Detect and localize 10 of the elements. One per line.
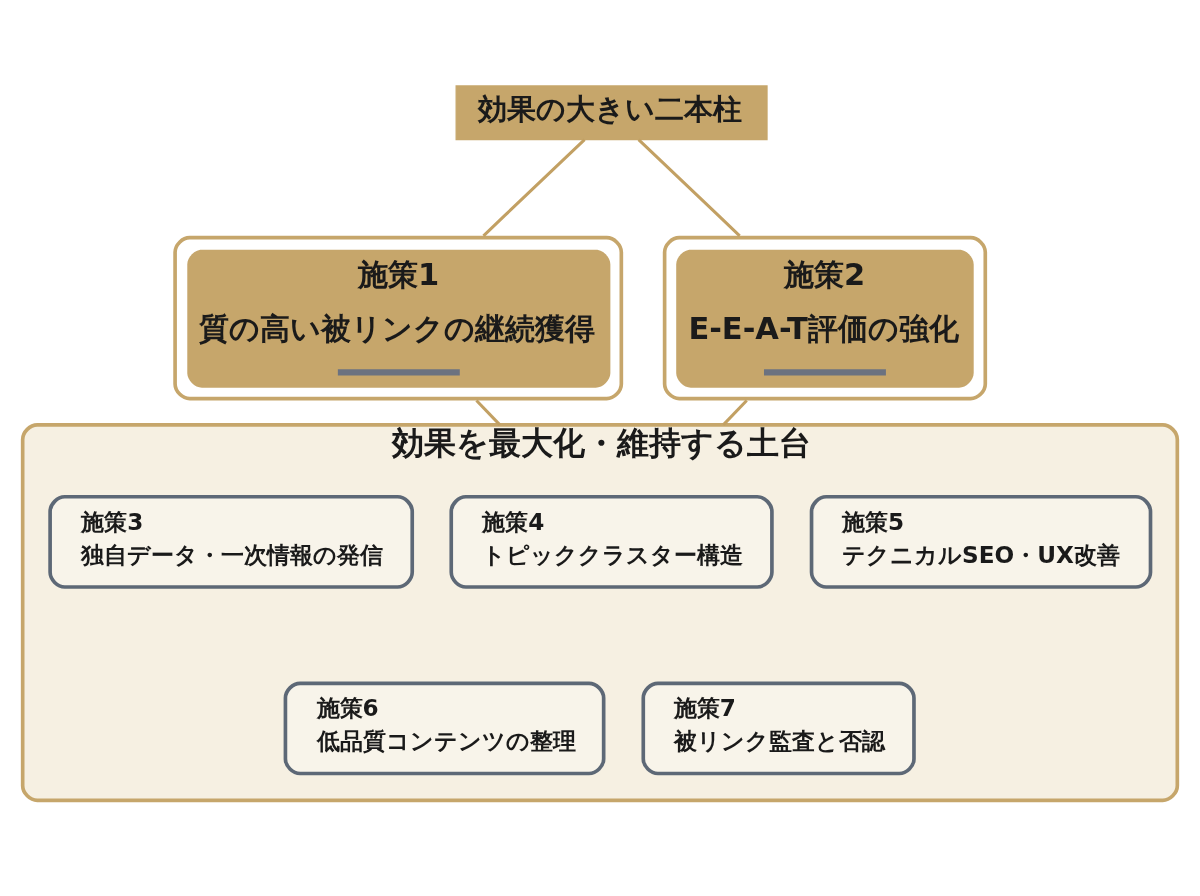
connector — [475, 399, 501, 426]
connector — [482, 138, 586, 237]
connector — [722, 399, 748, 426]
node-box: 施策6 低品質コンテンツの整理 — [283, 681, 606, 776]
node-box: 施策3 独自データ・一次情報の発信 — [48, 494, 415, 589]
node-box: 施策4 トピッククラスター構造 — [449, 494, 774, 589]
node-box: 施策7 被リンク監査と否認 — [641, 681, 916, 776]
connector — [637, 138, 741, 237]
node-box: 施策5 テクニカルSEO・UX改善 — [809, 494, 1153, 589]
node-box: 効果の大きい二本柱 — [455, 85, 768, 141]
